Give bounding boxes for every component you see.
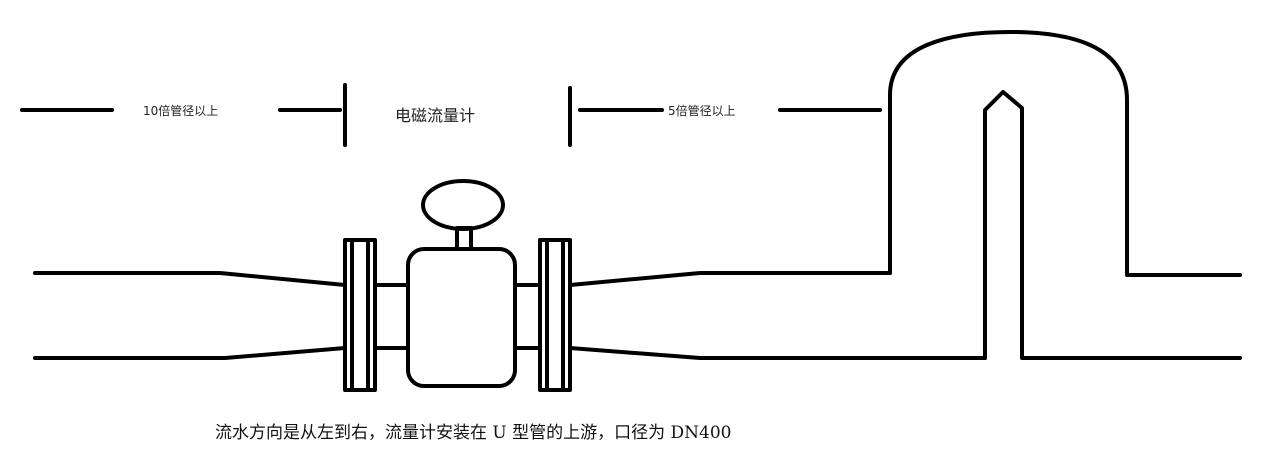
downstream-length-label: 5倍管径以上	[668, 104, 736, 118]
downstream-pipe	[568, 271, 987, 360]
flowmeter-label: 电磁流量计	[395, 106, 476, 125]
upstream-length-label: 10倍管径以上	[143, 104, 219, 118]
right-flange	[538, 238, 572, 392]
upstream-pipe	[33, 271, 347, 360]
caption: 流水方向是从左到右，流量计安装在 U 型管的上游，口径为 DN400	[215, 423, 732, 443]
u-pipe	[888, 30, 1242, 360]
flowmeter	[373, 179, 542, 388]
dimension-lines	[20, 83, 882, 147]
left-flange	[343, 238, 377, 392]
